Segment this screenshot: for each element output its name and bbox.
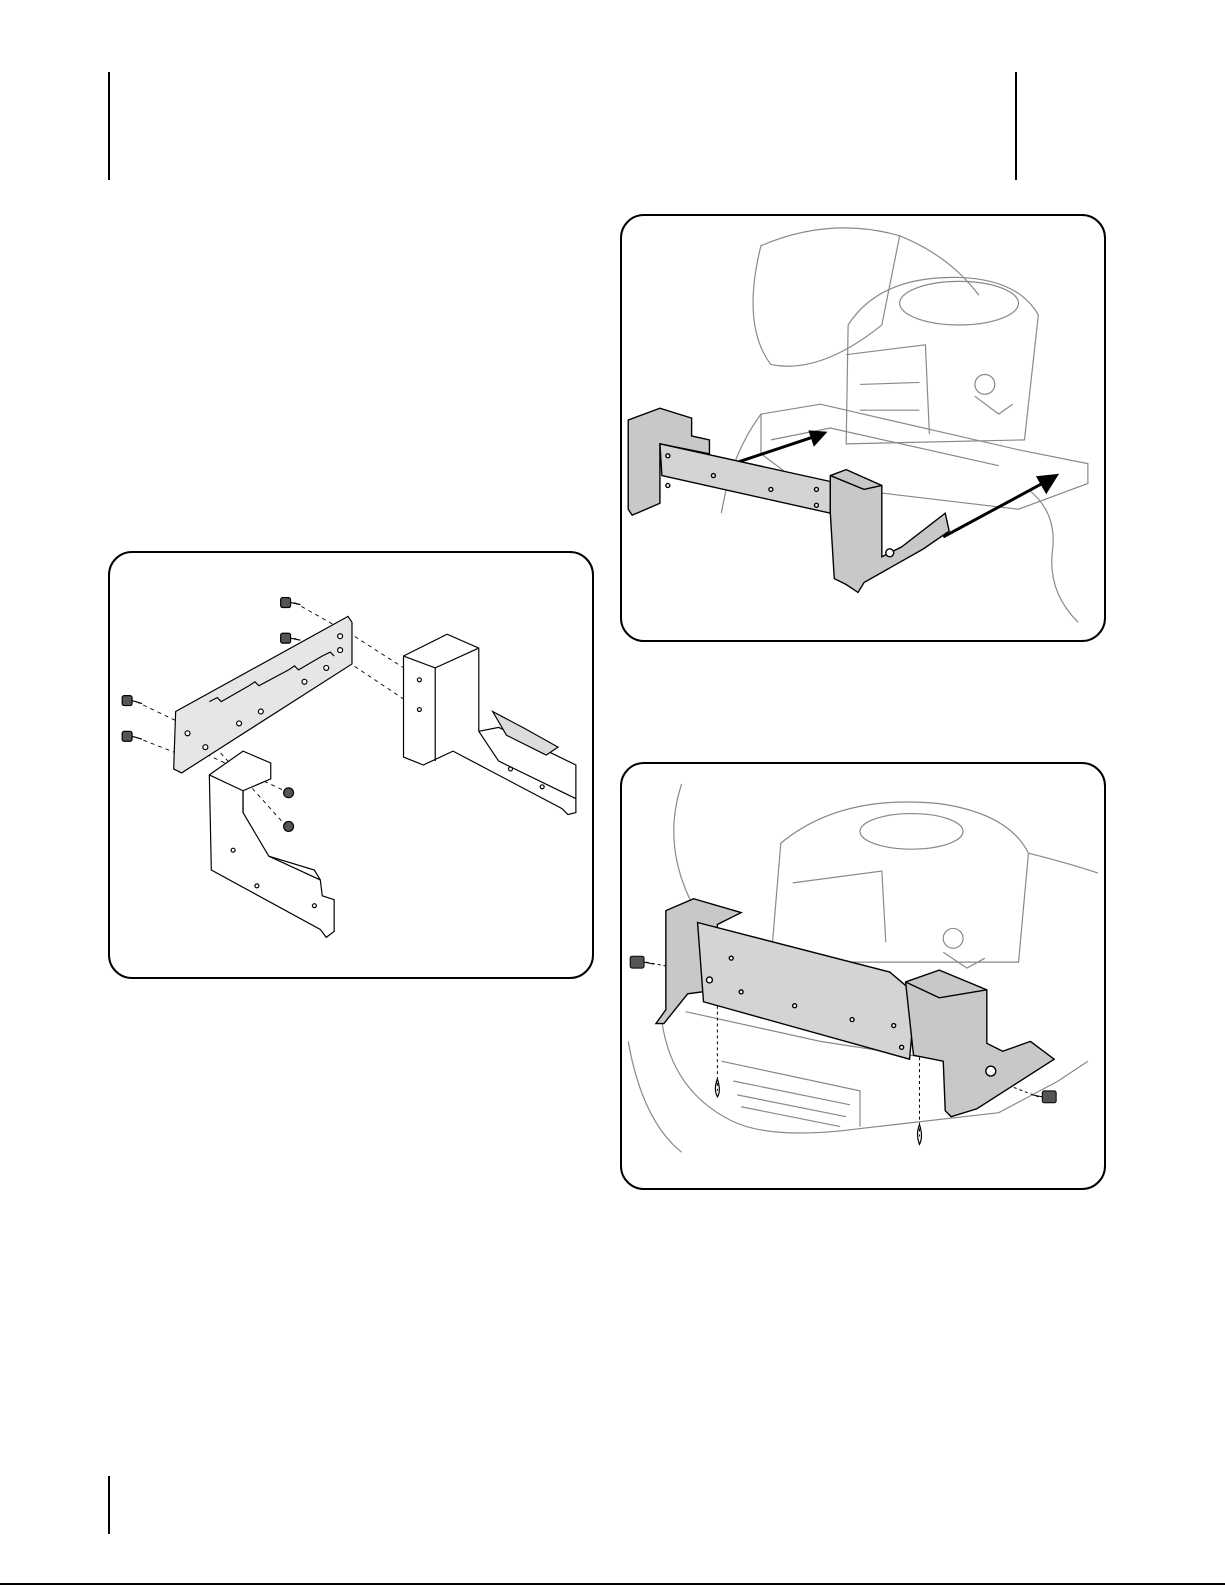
crop-mark-top-right — [1015, 72, 1017, 180]
tractor-frame-install-drawing — [622, 216, 1104, 640]
figure-bracket-secure-to-frame — [620, 762, 1106, 1190]
bracket-assembly-drawing — [110, 553, 592, 977]
figure-bracket-slide-onto-frame — [620, 214, 1106, 642]
tractor-frame-fastened-drawing — [622, 764, 1104, 1188]
crop-mark-bottom-left — [108, 1476, 110, 1534]
figure-bracket-assembly — [108, 551, 594, 979]
crop-mark-top-left — [108, 72, 110, 180]
